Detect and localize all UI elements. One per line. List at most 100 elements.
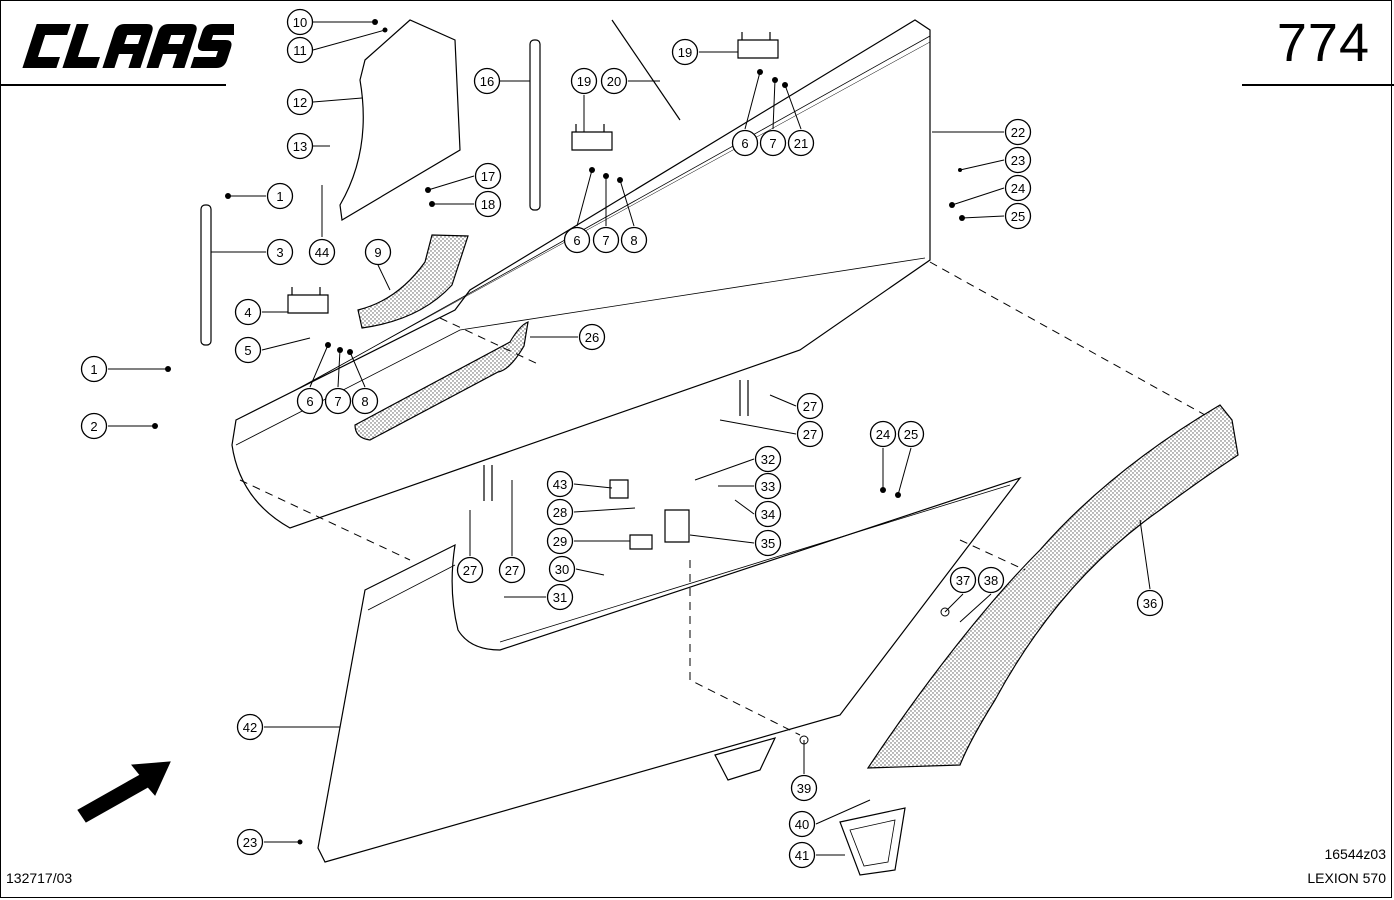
- callout-label: 7: [334, 394, 341, 409]
- shaded-seal-9: [357, 234, 469, 329]
- hanger-27a: [739, 380, 749, 416]
- callout-label: 41: [795, 848, 809, 863]
- callout-label: 7: [769, 136, 776, 151]
- callout-30: 30: [548, 555, 576, 583]
- callout-4: 4: [234, 298, 262, 326]
- callout-label: 35: [761, 536, 775, 551]
- callout-7: 7: [324, 387, 352, 415]
- callout-circle: [324, 387, 352, 415]
- callout-27: 27: [498, 556, 526, 584]
- callout-circle: [869, 420, 897, 448]
- callout-label: 27: [463, 563, 477, 578]
- callout-13: 13: [286, 132, 314, 160]
- part-outlines: [200, 19, 1239, 876]
- callout-25: 25: [897, 420, 925, 448]
- callout-label: 40: [795, 817, 809, 832]
- callout-41: 41: [788, 841, 816, 869]
- hinge-19-upper: [737, 32, 779, 59]
- callout-27: 27: [796, 392, 824, 420]
- callout-label: 23: [1011, 153, 1025, 168]
- callout-circle: [1004, 146, 1032, 174]
- callout-label: 12: [293, 95, 307, 110]
- direction-arrow-icon: [77, 761, 171, 823]
- callout-36: 36: [1136, 589, 1164, 617]
- callout-29: 29: [546, 527, 574, 555]
- callout-27: 27: [456, 556, 484, 584]
- shaded-trim-strip: [866, 404, 1239, 769]
- callout-circle: [787, 129, 815, 157]
- callout-3: 3: [266, 238, 294, 266]
- callout-circle: [546, 470, 574, 498]
- callout-label: 19: [678, 45, 692, 60]
- callout-label: 2: [90, 419, 97, 434]
- document-number: 132717/03: [6, 870, 73, 886]
- callout-28: 28: [546, 498, 574, 526]
- callout-circle: [563, 226, 591, 254]
- callout-circle: [80, 355, 108, 383]
- callout-circle: [548, 555, 576, 583]
- callout-circle: [949, 566, 977, 594]
- callout-label: 19: [577, 74, 591, 89]
- callout-33: 33: [754, 472, 782, 500]
- callout-label: 24: [876, 427, 890, 442]
- callout-17: 17: [474, 162, 502, 190]
- callout-label: 24: [1011, 181, 1025, 196]
- alignment-lines: [239, 261, 1206, 736]
- callout-label: 23: [243, 835, 257, 850]
- callout-circle: [474, 162, 502, 190]
- callout-label: 25: [1011, 209, 1025, 224]
- callout-6: 6: [731, 129, 759, 157]
- callout-circle: [266, 182, 294, 210]
- callout-circle: [296, 387, 324, 415]
- callout-circle: [473, 67, 501, 95]
- callout-label: 6: [306, 394, 313, 409]
- callout-circle: [546, 583, 574, 611]
- callout-label: 33: [761, 479, 775, 494]
- callout-label: 26: [585, 330, 599, 345]
- callout-35: 35: [754, 529, 782, 557]
- callout-circle: [731, 129, 759, 157]
- callout-label: 8: [630, 233, 637, 248]
- callout-27: 27: [796, 420, 824, 448]
- callout-circle: [1004, 174, 1032, 202]
- callout-circle: [286, 36, 314, 64]
- callout-circle: [790, 774, 818, 802]
- callout-23: 23: [1004, 146, 1032, 174]
- upper-side-panel: [231, 19, 931, 529]
- callout-circle: [1004, 118, 1032, 146]
- callout-24: 24: [1004, 174, 1032, 202]
- callout-circle: [897, 420, 925, 448]
- callout-39: 39: [790, 774, 818, 802]
- callout-9: 9: [364, 238, 392, 266]
- header-rule-right: [1242, 84, 1394, 86]
- callout-10: 10: [286, 8, 314, 36]
- callout-6: 6: [296, 387, 324, 415]
- callout-circle: [671, 38, 699, 66]
- callout-circle: [266, 238, 294, 266]
- callout-circle: [796, 392, 824, 420]
- callout-label: 6: [573, 233, 580, 248]
- callout-circle: [754, 500, 782, 528]
- gas-strut-16: [529, 39, 541, 211]
- callout-circle: [754, 445, 782, 473]
- bracket-35: [664, 509, 690, 543]
- callout-circle: [759, 129, 787, 157]
- callout-label: 38: [984, 573, 998, 588]
- callout-6: 6: [563, 226, 591, 254]
- callout-label: 8: [361, 394, 368, 409]
- callout-label: 6: [741, 136, 748, 151]
- callout-circle: [754, 472, 782, 500]
- callout-label: 11: [293, 43, 307, 58]
- callout-8: 8: [351, 387, 379, 415]
- drawing-id: 16544z03: [1324, 846, 1386, 862]
- callout-label: 10: [293, 15, 307, 30]
- hinge-4: [287, 287, 329, 314]
- callout-31: 31: [546, 583, 574, 611]
- callout-37: 37: [949, 566, 977, 594]
- callout-32: 32: [754, 445, 782, 473]
- callout-label: 5: [244, 343, 251, 358]
- callout-label: 21: [794, 136, 808, 151]
